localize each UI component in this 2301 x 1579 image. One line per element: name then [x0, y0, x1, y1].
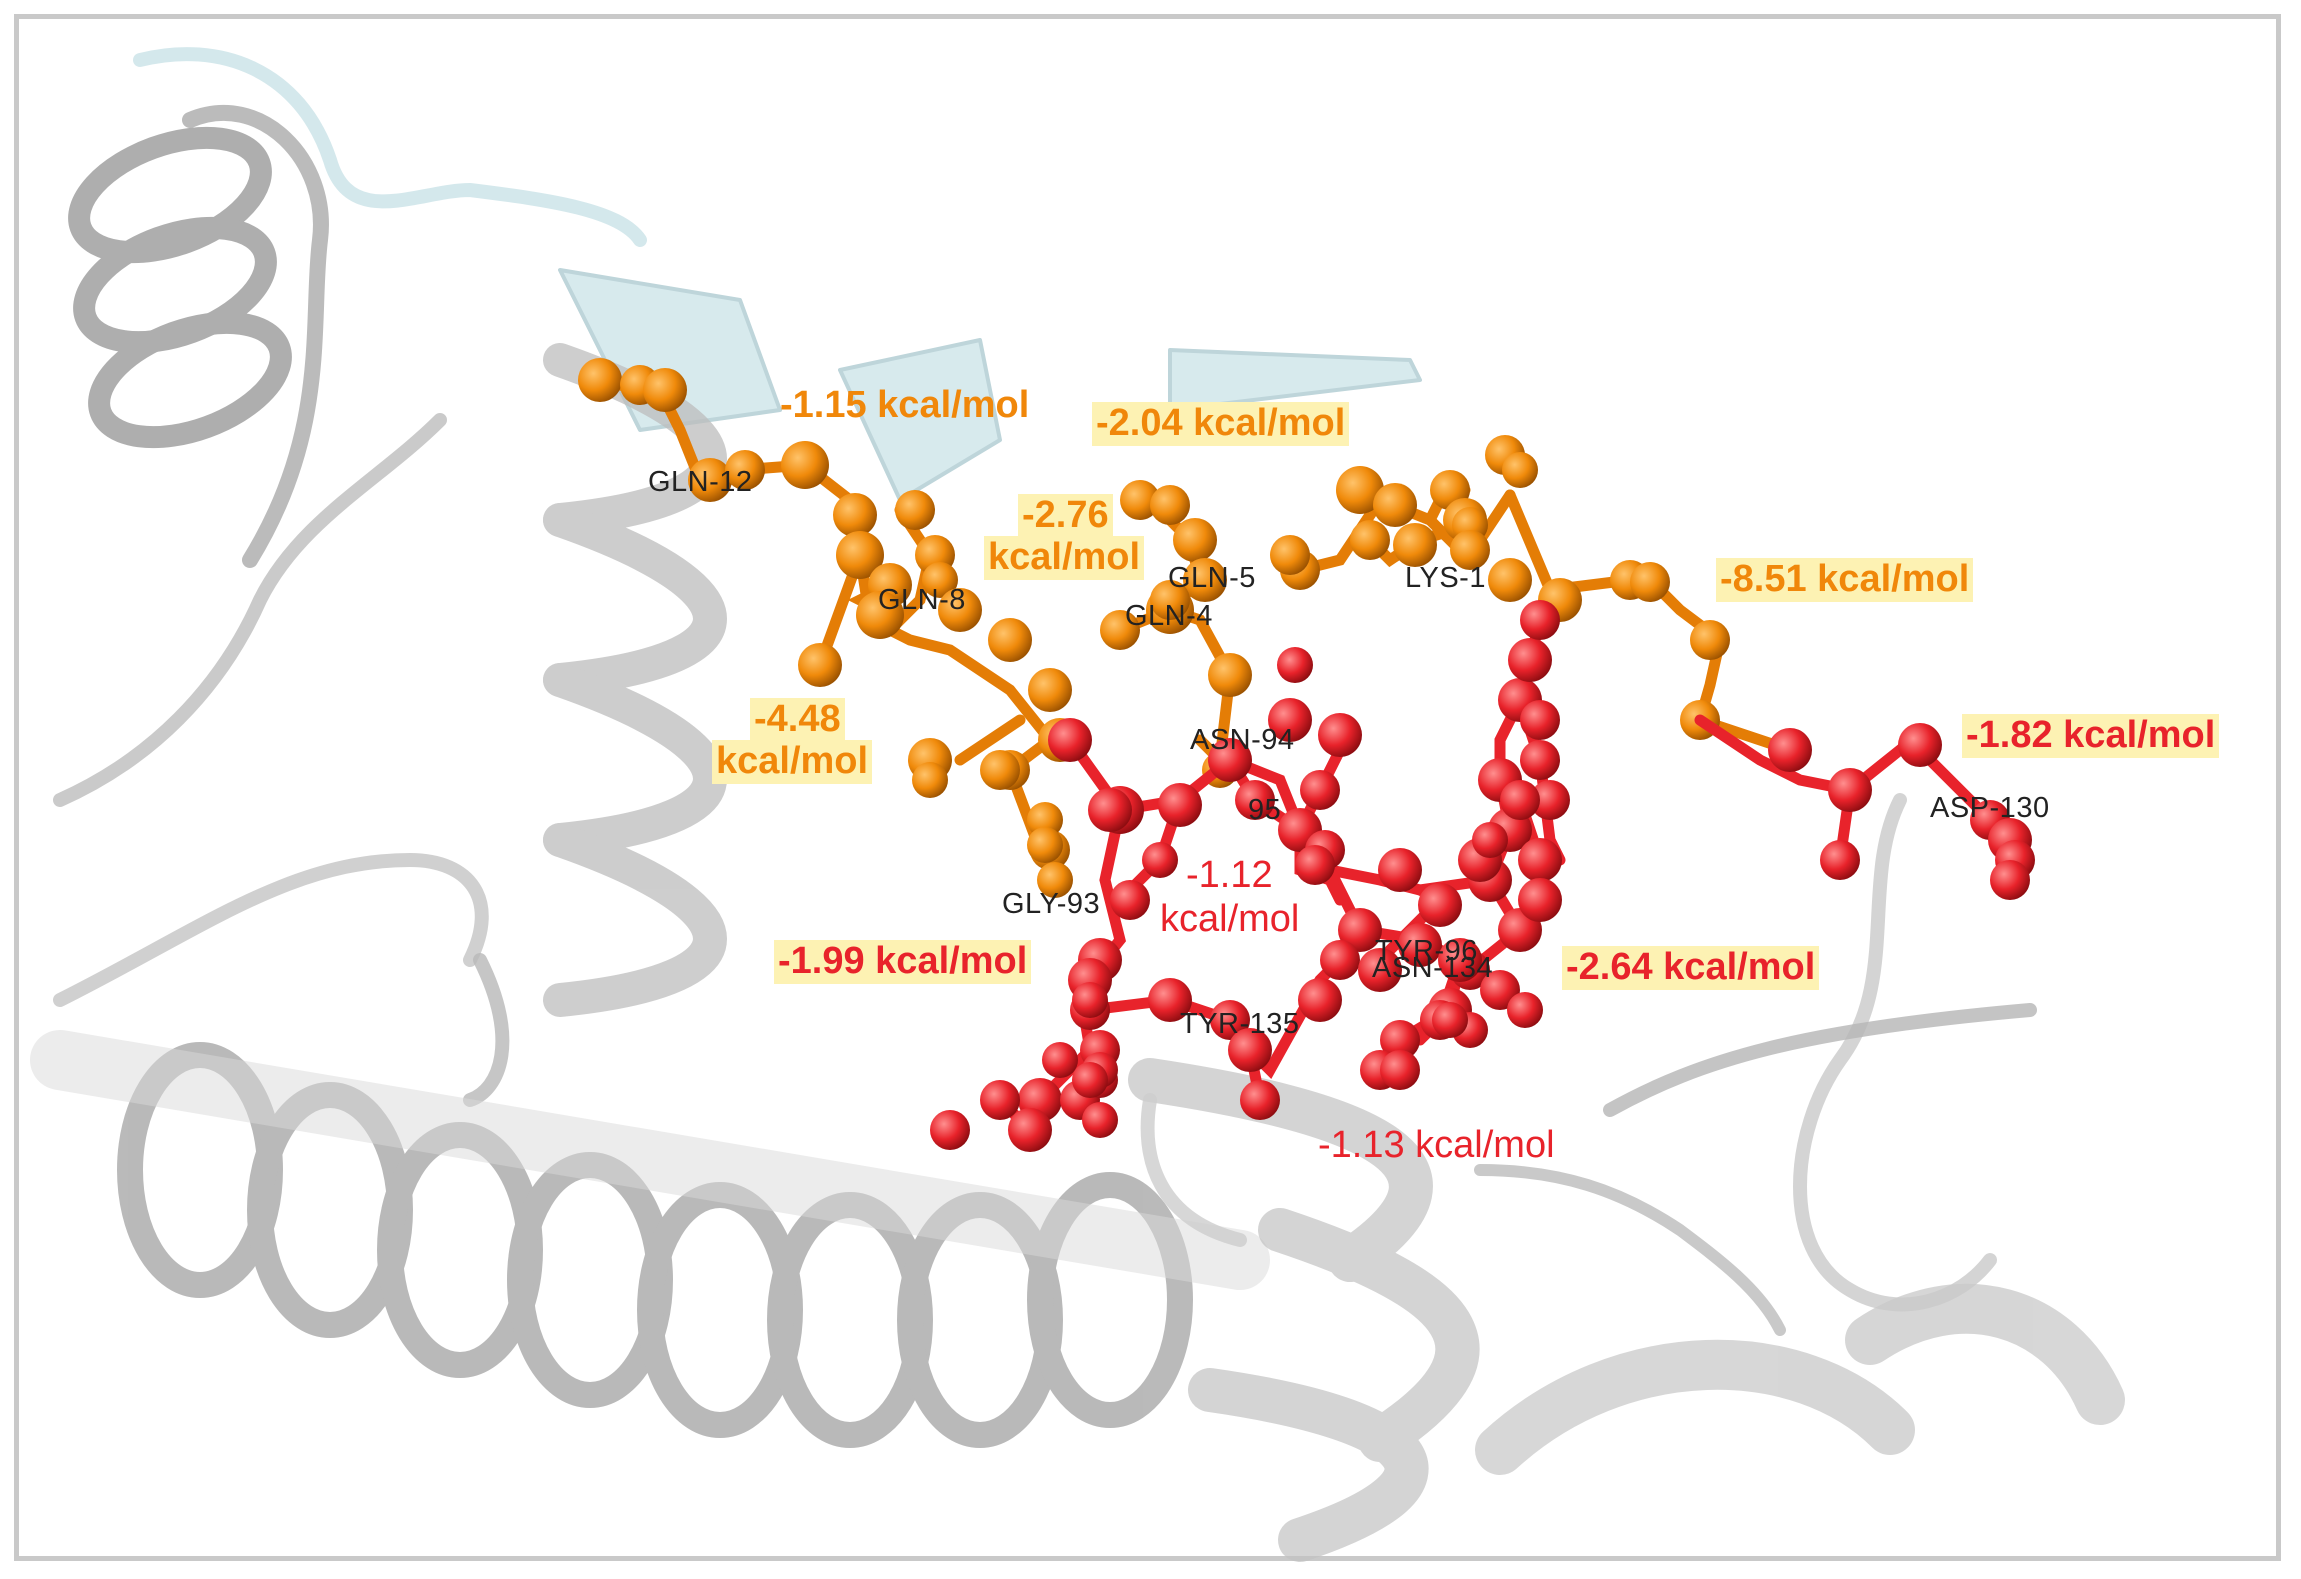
- residue-label-tyr135: TYR-135: [1180, 1008, 1300, 1040]
- cyan-sheet-3: [1168, 348, 1422, 412]
- loop-gray-2: [53, 853, 489, 1007]
- residue-label-lys1: LYS-1: [1405, 562, 1486, 594]
- energy-label-lys1: -8.51 kcal/mol: [1716, 558, 1974, 602]
- cyan-loop: [133, 47, 647, 247]
- residue-label-asp130: ASP-130: [1930, 792, 2050, 824]
- residue-label-95: 95: [1248, 794, 1282, 826]
- energy-label-asp130: -1.82 kcal/mol: [1962, 714, 2220, 758]
- loop-gray-1: [53, 413, 447, 807]
- residue-label-gly93: GLY-93: [1002, 888, 1101, 920]
- loop-gray-4: [182, 105, 329, 568]
- loop-gray-7: [1474, 1164, 1786, 1336]
- loop-gray-6: [1603, 1003, 2037, 1117]
- residue-label-tyr96: TYR-96: [1375, 935, 1478, 967]
- residue-label-gln12: GLN-12: [648, 466, 753, 498]
- red-atoms: [930, 600, 2035, 1152]
- residue-label-asn94: ASN-94: [1190, 724, 1295, 756]
- residue-label-asn134: ASN-134: [1372, 952, 1494, 984]
- energy-label-gly93: -1.99 kcal/mol: [774, 940, 1032, 984]
- energy-label-tyr135: -1.13 kcal/mol: [1318, 1124, 1555, 1166]
- energy-label-asn94-line2: kcal/mol: [1160, 898, 1300, 940]
- energy-label-gln8-line1: -2.76: [1018, 494, 1113, 538]
- energy-label-asn94-line1: -1.12: [1186, 854, 1273, 896]
- residue-label-gln5: GLN-5: [1168, 562, 1256, 594]
- energy-label-tyr96: -2.64 kcal/mol: [1562, 946, 1820, 990]
- ribbon-cartoon: [30, 47, 2125, 1562]
- loop-gray-3: [463, 953, 510, 1107]
- orange-atoms: [578, 358, 1730, 898]
- energy-label-gln4-line1: -4.48: [750, 698, 845, 742]
- loop-gray-8: [1140, 1093, 1247, 1247]
- energy-label-gln12: -1.15 kcal/mol: [780, 384, 1030, 426]
- energy-label-gln8-line2: kcal/mol: [984, 536, 1145, 580]
- loop-gray-5: [1793, 793, 1997, 1312]
- energy-label-gln4-line2: kcal/mol: [712, 740, 873, 784]
- energy-label-gln5: -2.04 kcal/mol: [1092, 402, 1350, 446]
- residue-label-gln4: GLN-4: [1125, 600, 1213, 632]
- cyan-sheet-2: [838, 338, 1002, 502]
- residue-label-gln8: GLN-8: [878, 584, 966, 616]
